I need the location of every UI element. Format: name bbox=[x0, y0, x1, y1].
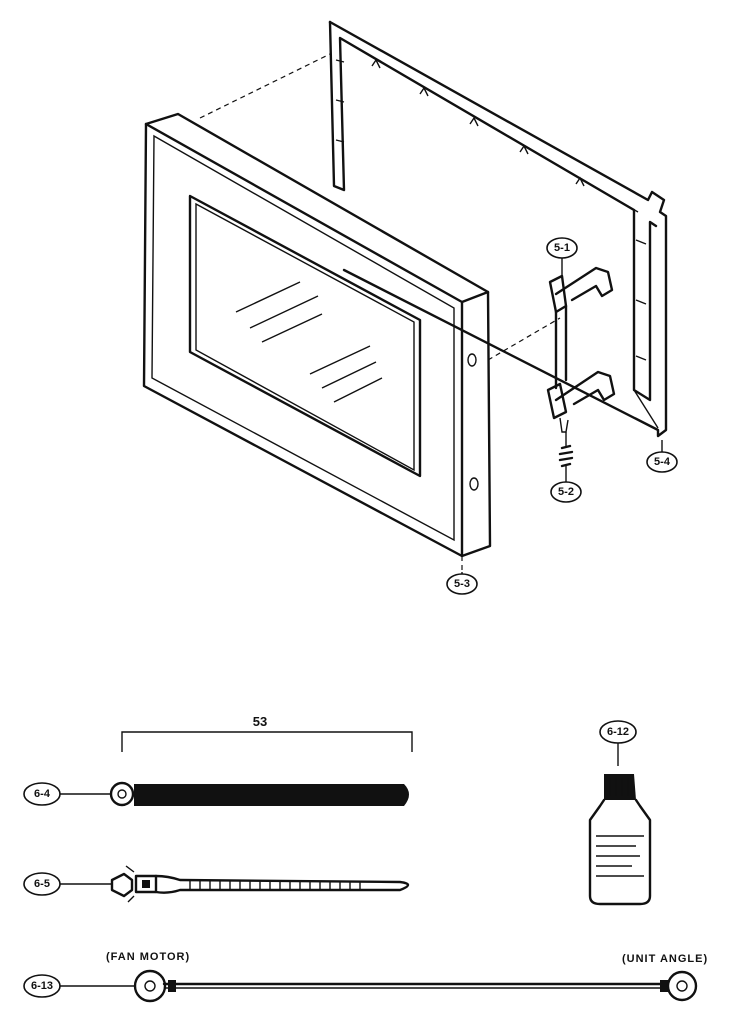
part-6-4-lead bbox=[60, 781, 409, 807]
callout-5-2: 5-2 bbox=[550, 481, 582, 503]
svg-text:5-3: 5-3 bbox=[454, 578, 470, 590]
spring bbox=[558, 432, 574, 484]
part-6-12-bottle bbox=[588, 742, 652, 906]
latch-assembly bbox=[546, 266, 616, 433]
svg-text:5-1: 5-1 bbox=[554, 242, 570, 254]
label-fan-motor: (FAN MOTOR) bbox=[106, 951, 190, 963]
svg-text:6-4: 6-4 bbox=[34, 788, 51, 800]
svg-text:6-5: 6-5 bbox=[34, 878, 50, 890]
callout-5-1: 5-1 bbox=[546, 237, 578, 259]
callout-5-4: 5-4 bbox=[646, 451, 678, 473]
callout-6-13: 6-13 bbox=[23, 974, 61, 998]
callout-6-5: 6-5 bbox=[23, 872, 61, 896]
svg-text:5-4: 5-4 bbox=[654, 456, 671, 468]
part-6-5-cable-tie bbox=[60, 865, 410, 903]
svg-text:6-13: 6-13 bbox=[31, 980, 53, 992]
svg-text:5-2: 5-2 bbox=[558, 486, 574, 498]
callout-6-4: 6-4 bbox=[23, 782, 61, 806]
part-6-13-ground-wire bbox=[60, 969, 698, 1003]
svg-text:53: 53 bbox=[253, 714, 267, 729]
door-assembly bbox=[142, 112, 492, 558]
dimension-53: 53 bbox=[121, 714, 413, 752]
alignment-lines bbox=[199, 53, 561, 572]
svg-text:6-12: 6-12 bbox=[607, 726, 629, 738]
callout-6-12: 6-12 bbox=[599, 720, 637, 744]
label-unit-angle: (UNIT ANGLE) bbox=[622, 953, 708, 965]
door-frame bbox=[328, 20, 668, 438]
callout-5-3: 5-3 bbox=[446, 573, 478, 595]
